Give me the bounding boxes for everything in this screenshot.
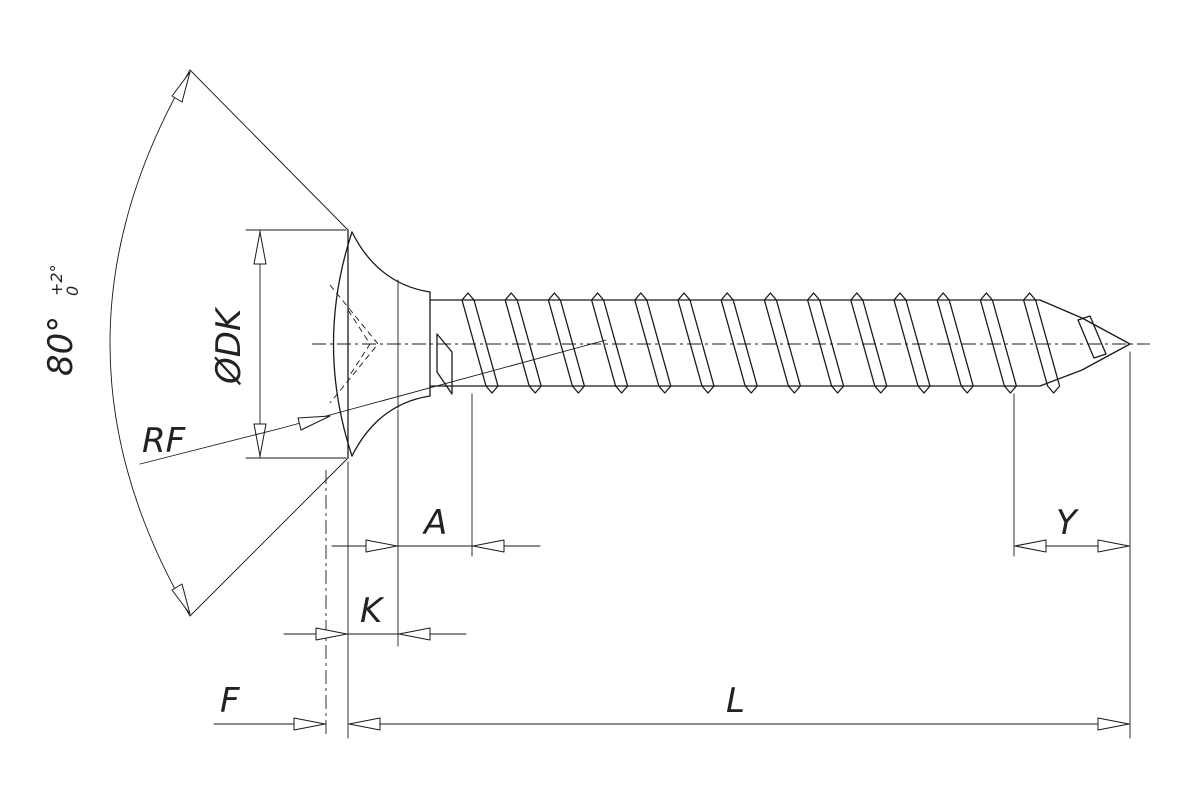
screw-head <box>329 229 431 459</box>
thread-crest <box>936 292 974 394</box>
k-dimension: K <box>283 591 467 641</box>
angle-dimension: 80° +2° 0 <box>41 69 349 617</box>
l-arrow-right <box>1097 717 1130 731</box>
a-dimension: A <box>331 503 541 553</box>
thread-crest <box>893 292 931 394</box>
y-label: Y <box>1056 503 1079 543</box>
a-arrow-left <box>365 539 398 553</box>
screw-shank <box>429 292 1131 395</box>
thread-crest <box>677 292 715 394</box>
l-label: L <box>726 681 745 721</box>
thread-crest <box>547 292 586 394</box>
head-diameter-dimension: ØDK <box>209 229 347 459</box>
diameter-arrow-top <box>253 231 267 265</box>
y-arrow-left <box>1014 539 1047 553</box>
k-arrow-left <box>315 627 348 641</box>
angle-arrow-top <box>171 71 191 103</box>
y-dimension: Y <box>1013 503 1131 553</box>
a-label: A <box>422 503 447 543</box>
thread-crest <box>763 292 802 394</box>
extension-lines <box>325 351 1131 739</box>
l-arrow-left <box>348 717 381 731</box>
thread-crest <box>720 292 758 394</box>
f-dimension: F <box>213 681 327 731</box>
k-label: K <box>360 591 385 631</box>
thread-crest <box>1022 292 1061 394</box>
thread-crest <box>979 292 1018 394</box>
a-arrow-right <box>472 539 505 553</box>
radius-arrow <box>297 415 331 431</box>
angle-label: 80° <box>41 316 81 376</box>
diameter-label: ØDK <box>209 306 249 386</box>
angle-arrow-bottom <box>171 583 191 615</box>
thread-crest <box>461 292 499 394</box>
thread-crest <box>634 292 672 394</box>
thread-crest <box>504 292 542 394</box>
thread-crest <box>806 292 845 394</box>
l-dimension: L <box>348 681 1131 731</box>
y-arrow-right <box>1097 539 1130 553</box>
diameter-arrow-bottom <box>253 423 267 457</box>
thread-crest <box>850 292 888 394</box>
angle-tolerance-minus: 0 <box>63 286 82 296</box>
thread-crest <box>590 292 629 394</box>
radius-label: RF <box>142 421 186 461</box>
f-label: F <box>220 681 240 721</box>
angle-tolerance-plus: +2° <box>47 264 66 296</box>
f-arrow <box>293 717 326 731</box>
k-arrow-right <box>398 627 431 641</box>
radius-leader: RF <box>139 339 607 465</box>
thread-crests <box>461 292 1061 394</box>
